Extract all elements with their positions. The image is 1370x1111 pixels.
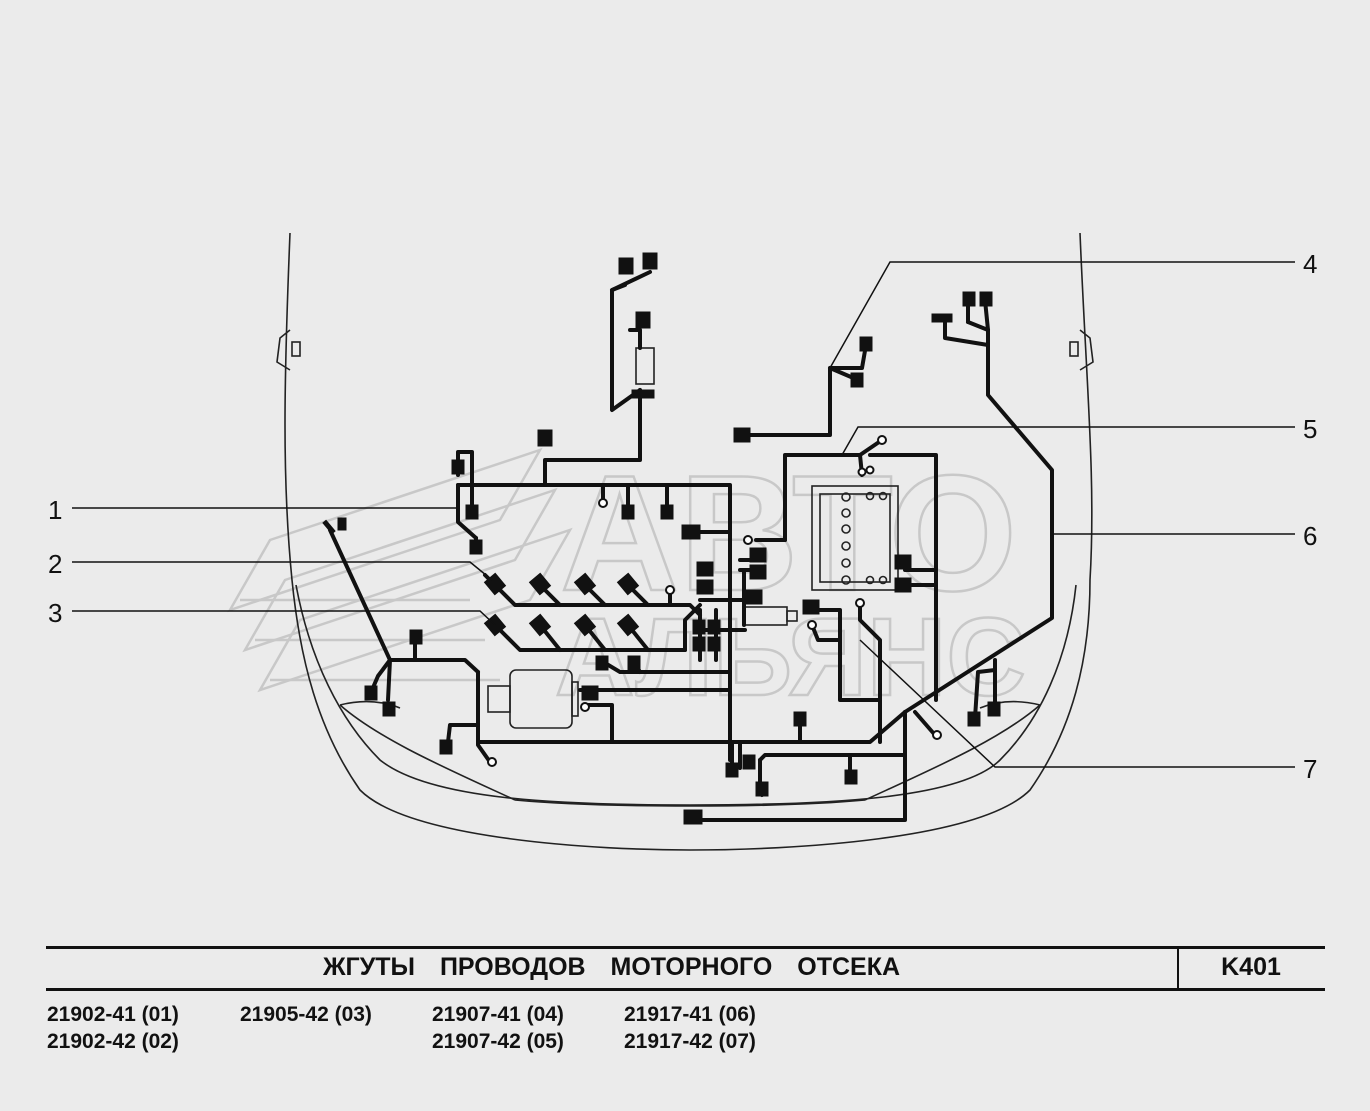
watermark: АВТО АЛЬЯНС xyxy=(227,440,1027,720)
part-number: 21902-41 (01) xyxy=(47,1003,179,1026)
part-number: 21907-41 (04) xyxy=(432,1003,564,1026)
title-rule-bottom xyxy=(46,988,1325,991)
callout-5: 5 xyxy=(1303,414,1318,444)
part-number: 21917-41 (06) xyxy=(624,1003,756,1026)
air-filter xyxy=(487,669,579,729)
callout-1: 1 xyxy=(48,495,63,525)
title-separator xyxy=(1177,946,1179,990)
title-rule-top xyxy=(46,946,1325,949)
callout-7: 7 xyxy=(1303,754,1318,784)
watermark-line2: АЛЬЯНС xyxy=(555,596,1026,719)
relay-box xyxy=(635,347,655,385)
callout-3: 3 xyxy=(48,598,63,628)
callout-4: 4 xyxy=(1303,249,1318,279)
ring-terminals xyxy=(487,435,942,767)
part-number: 21905-42 (03) xyxy=(240,1003,372,1026)
car-body-outline xyxy=(276,232,1094,851)
part-number: 21917-42 (07) xyxy=(624,1030,756,1053)
drawing-code: K401 xyxy=(1221,953,1281,981)
part-number: 21907-42 (05) xyxy=(432,1030,564,1053)
part-number: 21902-42 (02) xyxy=(47,1030,179,1053)
battery xyxy=(811,485,899,591)
callout-2: 2 xyxy=(48,549,63,579)
callout-6: 6 xyxy=(1303,521,1318,551)
page-title: ЖГУТЫ ПРОВОДОВ МОТОРНОГО ОТСЕКА xyxy=(322,953,901,981)
connectors xyxy=(322,252,1001,825)
leader-lines xyxy=(72,261,1295,768)
